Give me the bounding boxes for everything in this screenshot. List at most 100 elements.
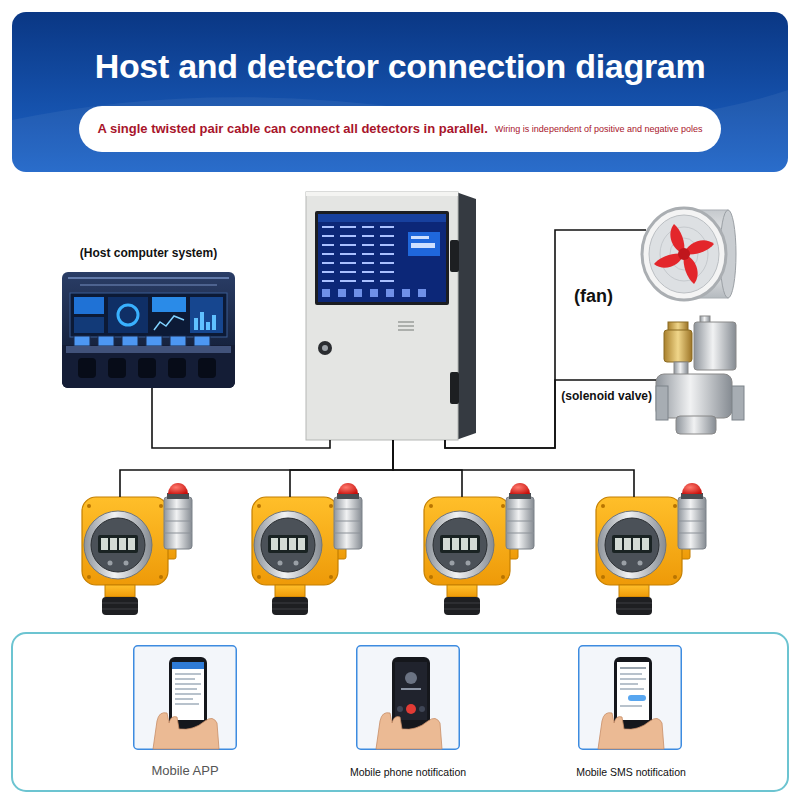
controller-cabinet-picture (456, 192, 476, 440)
solenoid-valve-picture (656, 386, 668, 420)
title-holder: Host and detector connection diagram (12, 46, 788, 87)
mobile-app-picture (172, 662, 204, 720)
solenoid-valve-picture (656, 316, 744, 434)
mobile-app-picture (134, 646, 237, 750)
controller-cabinet-picture (318, 214, 446, 302)
gas-detector (594, 497, 719, 615)
control-room-picture (62, 345, 235, 388)
control-room-picture (62, 272, 235, 388)
control-room-picture (198, 358, 216, 378)
control-room-picture (168, 358, 186, 378)
controller-cabinet-picture (322, 345, 328, 351)
controller-cabinet-picture (402, 289, 410, 297)
controller-cabinet-picture (338, 289, 346, 297)
controller-cabinet-picture (354, 289, 362, 297)
mobile-app-picture (172, 662, 204, 669)
phone-call-picture (357, 646, 460, 750)
sms-picture (620, 705, 642, 707)
phone-call-picture (397, 706, 403, 712)
controller-host (306, 192, 476, 440)
mobile-app-picture (134, 646, 237, 750)
fan-picture (642, 208, 736, 300)
control-room-picture (74, 297, 104, 314)
control-room-picture (62, 272, 235, 388)
gas-detector (80, 497, 205, 615)
device-label: (solenoid valve) (561, 389, 652, 403)
detector-pictures (82, 483, 192, 615)
controller-cabinet-picture (315, 211, 449, 305)
controller-cabinet-picture (370, 289, 378, 297)
phone-call-picture (357, 646, 460, 750)
sms-picture (617, 662, 649, 720)
mobile-app-picture (175, 698, 193, 700)
sms-picture (579, 646, 682, 750)
signal-wire (445, 380, 656, 448)
controller-cabinet-picture (408, 232, 440, 256)
detector-pictures (596, 483, 706, 615)
control-room-picture (74, 317, 104, 333)
sms-picture (620, 688, 644, 690)
phone-call-picture (376, 713, 442, 749)
controller-cabinet-picture (318, 214, 446, 222)
signal-wire (393, 440, 634, 497)
controller-cabinet-picture (306, 192, 458, 196)
notification-card: Mobile SMS notification (562, 643, 700, 782)
notification-card: Mobile phone notification (340, 643, 476, 782)
controller-cabinet-picture (320, 226, 404, 282)
host-computer: (Host computer system) (62, 246, 235, 388)
fan-picture (654, 224, 714, 284)
phone-call-picture (395, 662, 427, 720)
signal-wire (393, 440, 462, 497)
notification-panel (12, 633, 788, 791)
phone-call-picture (406, 704, 416, 714)
detector-pictures (252, 483, 362, 615)
fan: (fan) (646, 200, 735, 305)
mobile-app-picture (175, 683, 201, 685)
solenoid-valve-picture (732, 386, 744, 420)
phone-call-picture (395, 662, 427, 720)
device-label: (fan) (574, 286, 613, 308)
device-label: (Host computer system) (80, 246, 217, 260)
sms-picture (628, 695, 646, 701)
fan-picture (642, 208, 726, 300)
fan-picture (678, 248, 690, 260)
signal-wire (445, 230, 646, 448)
control-room-picture (206, 322, 210, 330)
diagram-title: Host and detector connection diagram (95, 46, 706, 87)
sms-picture (620, 683, 638, 685)
notification-card: Mobile APP (128, 643, 242, 782)
notification-panel (12, 633, 788, 791)
control-room-picture (194, 318, 198, 330)
mobile-app-picture (175, 693, 201, 695)
mobile-app-picture (172, 662, 204, 720)
controller-cabinet-picture (386, 289, 394, 297)
controller-cabinet-picture (398, 321, 414, 323)
control-room-picture (154, 316, 184, 330)
card-label: Mobile phone notification (350, 766, 466, 779)
title-band (12, 12, 788, 172)
solenoid-valve-picture (676, 416, 716, 434)
control-room-picture (74, 336, 90, 346)
mobile-app-picture (175, 703, 199, 705)
control-room-picture (118, 305, 138, 325)
card-label: Mobile SMS notification (576, 766, 686, 779)
card-label: Mobile APP (151, 763, 218, 779)
control-room-picture (68, 277, 229, 279)
control-room-picture (122, 336, 138, 346)
fan-picture (660, 227, 708, 281)
control-room-picture (98, 336, 114, 346)
sms-picture (620, 667, 646, 669)
signal-wire (290, 440, 393, 497)
controller-cabinet-picture (398, 329, 414, 331)
sms-picture (617, 662, 649, 720)
gas-detector (250, 497, 375, 615)
control-room-picture (170, 336, 186, 346)
control-room-picture (194, 336, 210, 346)
title-band (12, 12, 788, 172)
control-room-picture (146, 336, 162, 346)
controller-cabinet-picture (322, 289, 330, 297)
controller-cabinet-picture (450, 372, 459, 404)
controller-cabinet-picture (411, 236, 429, 239)
